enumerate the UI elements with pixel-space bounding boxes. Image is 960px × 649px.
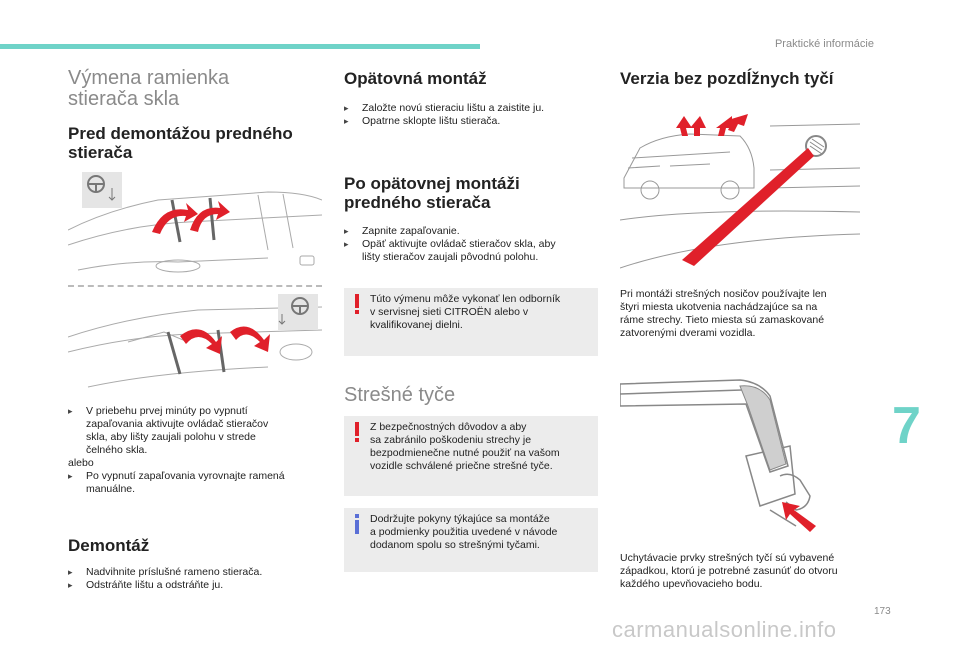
text-line: zatvorenými dverami vozidla. <box>620 327 756 339</box>
page-title-line: Výmena ramienka <box>68 67 230 89</box>
text-line: manuálne. <box>86 483 136 495</box>
bullet-marker-icon: ▸ <box>68 406 73 416</box>
subhead-line: Pred demontážou predného <box>68 124 293 143</box>
text-line: Odstráňte lištu a odstráňte ju. <box>86 579 224 591</box>
text-line: dodanom spolu so strešnými tyčami. <box>370 539 540 551</box>
after-reassembly-title: Po opätovnej montáži predného stierača <box>344 174 598 212</box>
subhead-line: Po opätovnej montáži <box>344 174 520 193</box>
page-number: 173 <box>874 606 891 617</box>
chapter-number: 7 <box>892 397 921 455</box>
text-line: Po vypnutí zapaľovania vyrovnajte ramená <box>86 470 285 482</box>
no-rails-title: Verzia bez pozdĺžnych tyčí <box>620 69 834 88</box>
watermark: carmanualsonline.info <box>612 617 837 642</box>
roof-bar-latch-illustration <box>619 376 860 538</box>
section-label: Praktické informácie <box>774 38 874 50</box>
page-title-line: stierača skla <box>68 88 180 110</box>
text-line: skla, aby lišty zaujali polohu v strede <box>86 431 256 443</box>
subhead-line: stierača <box>68 143 133 162</box>
list-item: ▸ Nadvihnite príslušné rameno stierača. <box>68 566 322 579</box>
list-item: ▸ Odstráňte lištu a odstráňte ju. <box>68 579 322 592</box>
page-title: Výmena ramienka stierača skla <box>68 68 322 110</box>
roof-anchor-illustration <box>619 108 861 280</box>
text-line: kvalifikovanej dielni. <box>370 319 463 331</box>
text-line: V priebehu prvej minúty po vypnutí <box>86 405 248 417</box>
text-line: ráme strechy. Tieto miesta sú zamaskovan… <box>620 314 825 326</box>
text-line: v servisnej sieti CITROËN alebo v <box>370 306 529 318</box>
list-item: ▸ Zapnite zapaľovanie. <box>344 225 598 238</box>
list-item: ▸ V priebehu prvej minúty po vypnutí zap… <box>68 405 322 457</box>
before-removal-text: ▸ V priebehu prvej minúty po vypnutí zap… <box>68 405 322 496</box>
list-item: ▸ Opatrne sklopte lištu stierača. <box>344 115 598 128</box>
text-line: Pri montáži strešných nosičov používajte… <box>620 288 827 300</box>
text-line: čelného skla. <box>86 444 148 456</box>
reassembly-text: ▸ Založte novú stieraciu lištu a zaistit… <box>344 102 598 128</box>
text-line: vozidle schválené priečne strešné tyče. <box>370 460 553 472</box>
text-line: Opatrne sklopte lištu stierača. <box>362 115 501 127</box>
text-line: zapaľovania aktivujte ovládač stieračov <box>86 418 269 430</box>
text-line: Zapnite zapaľovanie. <box>362 225 460 237</box>
roof-bars-title: Strešné tyče <box>344 384 456 406</box>
text-line: sa zabránilo poškodeniu strechy je <box>370 434 532 446</box>
wiper-illustration-top <box>67 170 323 285</box>
anchor-points-text: Pri montáži strešných nosičov používajte… <box>620 288 890 340</box>
after-reassembly-text: ▸ Zapnite zapaľovanie. ▸ Opäť aktivujte … <box>344 225 598 264</box>
bullet-marker-icon: ▸ <box>344 116 349 126</box>
bullet-marker-icon: ▸ <box>344 239 349 249</box>
text-line: lišty stieračov zaujali pôvodnú polohu. <box>362 251 539 263</box>
info-note-roof-bars: Dodržujte pokyny týkajúce sa montáže a p… <box>344 508 598 572</box>
bullet-marker-icon: ▸ <box>68 580 73 590</box>
list-item: ▸ Opäť aktivujte ovládač stieračov skla,… <box>344 238 598 264</box>
latch-text: Uchytávacie prvky strešných tyčí sú vyba… <box>620 552 890 591</box>
text-line: bezpodmienečne nutné použiť na vašom <box>370 447 560 459</box>
bullet-marker-icon: ▸ <box>344 226 349 236</box>
warning-note-servicing: Túto výmenu môže vykonať len odborník v … <box>344 288 598 356</box>
bullet-marker-icon: ▸ <box>68 567 73 577</box>
text-line: Opäť aktivujte ovládač stieračov skla, a… <box>362 238 556 250</box>
removal-title: Demontáž <box>68 536 150 555</box>
list-item: ▸ Založte novú stieraciu lištu a zaistit… <box>344 102 598 115</box>
text-line: Uchytávacie prvky strešných tyčí sú vyba… <box>620 552 835 564</box>
text-line: každého upevňovacieho bodu. <box>620 578 763 590</box>
warning-icon <box>355 294 359 314</box>
illustration-divider <box>68 285 322 287</box>
text-line: štyri miesta ukotvenia nachádzajúce sa n… <box>620 301 818 313</box>
warning-note-roof-bars: Z bezpečnostných dôvodov a aby sa zabrán… <box>344 416 598 496</box>
wheel-box <box>278 294 318 330</box>
text-line: Dodržujte pokyny týkajúce sa montáže <box>370 513 550 525</box>
bullet-marker-icon: ▸ <box>68 471 73 481</box>
top-accent-bar <box>0 44 480 49</box>
warning-icon <box>355 422 359 442</box>
bullet-marker-icon: ▸ <box>344 103 349 113</box>
steering-wheel-icon <box>278 297 309 325</box>
reassembly-title: Opätovná montáž <box>344 69 487 88</box>
text-line: Z bezpečnostných dôvodov a aby <box>370 421 527 433</box>
text-line: a podmienky použitia uvedené v návode <box>370 526 558 538</box>
anchor-cover <box>805 135 827 157</box>
text-line: Nadvihnite príslušné rameno stierača. <box>86 566 263 578</box>
text-line: západkou, ktorú je potrebné zasunúť do o… <box>620 565 838 577</box>
or-label: alebo <box>68 457 94 469</box>
list-item: ▸ Po vypnutí zapaľovania vyrovnajte rame… <box>68 470 322 496</box>
steering-wheel-icon <box>87 175 116 201</box>
removal-text: ▸ Nadvihnite príslušné rameno stierača. … <box>68 566 322 592</box>
subhead-before-removal: Pred demontážou predného stierača <box>68 124 322 162</box>
info-icon <box>355 514 359 534</box>
wiper-illustration-bottom <box>67 292 323 395</box>
subhead-line: predného stierača <box>344 193 491 212</box>
text-line: Túto výmenu môže vykonať len odborník <box>370 293 561 305</box>
text-line: Založte novú stieraciu lištu a zaistite … <box>362 102 545 114</box>
